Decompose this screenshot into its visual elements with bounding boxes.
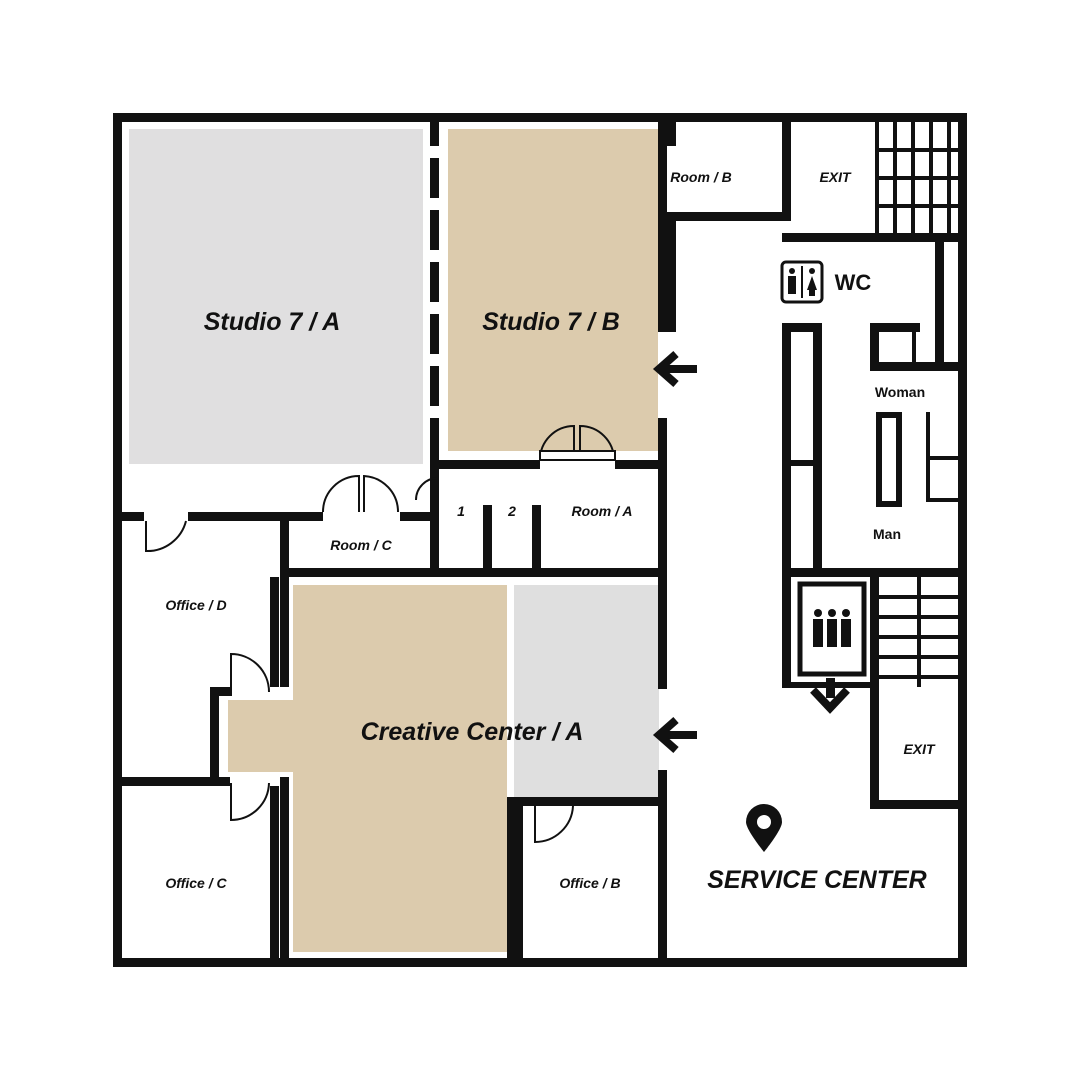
creative-center-a-label: Creative Center / A [361, 718, 584, 746]
location-pin-icon [746, 804, 782, 852]
office-b-label: Office / B [559, 875, 620, 891]
creative-center-a-area[interactable] [228, 585, 507, 952]
room-c-label: Room / C [330, 537, 392, 553]
office-d-door[interactable] [145, 520, 187, 553]
office-c-label: Office / C [165, 875, 227, 891]
interior-walls [122, 122, 958, 958]
restroom-icon [780, 260, 824, 304]
room-c-side-door[interactable] [415, 476, 439, 501]
room-b-label: Room / B [670, 169, 731, 185]
studio-7b-label: Studio 7 / B [482, 308, 620, 336]
elevator-icon [797, 581, 867, 677]
exit-right-label: EXIT [903, 741, 936, 757]
booth-1-label: 1 [457, 503, 465, 519]
studio-7b-door[interactable] [539, 424, 616, 461]
service-center-label: SERVICE CENTER [707, 866, 926, 894]
arrow-left-icon [652, 717, 697, 753]
exit-top-label: EXIT [819, 169, 852, 185]
booth-2-label: 2 [507, 503, 516, 519]
studio-7a-area[interactable] [129, 129, 423, 464]
office-c-door[interactable] [230, 782, 270, 822]
stairs-icon [875, 122, 958, 237]
room-c-door[interactable] [322, 474, 400, 513]
studio-7a-label: Studio 7 / A [204, 308, 341, 336]
studio-7b-area[interactable] [448, 129, 658, 451]
man-label: Man [873, 526, 901, 542]
creative-center-a-gray-area[interactable] [514, 585, 659, 797]
wc-label: WC [835, 270, 872, 295]
office-d-side-door[interactable] [230, 652, 270, 693]
arrow-left-icon [652, 351, 697, 387]
woman-label: Woman [875, 384, 925, 400]
outer-walls [113, 113, 967, 967]
stairs-icon [879, 577, 958, 687]
office-b-door[interactable] [534, 805, 574, 844]
arrow-down-icon [810, 678, 850, 714]
room-a-label: Room / A [572, 503, 633, 519]
office-d-label: Office / D [165, 597, 226, 613]
